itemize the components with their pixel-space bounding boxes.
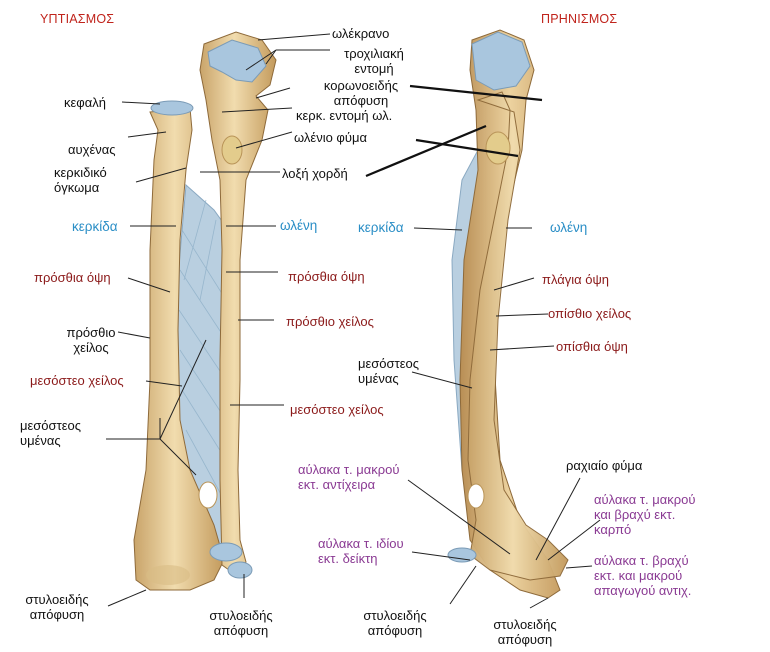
label-anterior-border-radius: πρόσθιο χείλος: [66, 325, 116, 355]
label-interosseous-membrane-supine: μεσόστεος υμένας: [20, 418, 81, 448]
label-dorsal-tubercle: ραχιαίο φύμα: [566, 458, 643, 473]
label-posterior-surface: οπίσθια όψη: [556, 339, 628, 354]
label-lateral-surface: πλάγια όψη: [542, 272, 610, 287]
trochlear-notch-cartilage: [207, 39, 267, 83]
label-styloid-ulna-supine: στυλοειδής απόφυση: [209, 608, 273, 638]
label-trochlear-notch: τροχιλιακή εντομή: [344, 46, 404, 76]
pronation-header: ΠΡΗΝΙΣΜΟΣ: [541, 12, 618, 26]
label-radius-neck: αυχένας: [68, 142, 116, 157]
label-interosseous-membrane-prone: μεσόστεος υμένας: [358, 356, 419, 386]
label-styloid-radius-supine: στυλοειδής απόφυση: [25, 592, 89, 622]
label-groove-epl: αύλακα τ. μακρού εκτ. αντίχειρα: [298, 462, 400, 492]
label-radius-prone: κερκίδα: [358, 220, 404, 235]
label-interosseous-border-radius: μεσόστεο χείλος: [30, 373, 124, 388]
label-groove-eip: αύλακα τ. ιδίου εκτ. δείκτη: [318, 536, 404, 566]
label-styloid-radius-prone: στυλοειδής απόφυση: [493, 617, 557, 647]
label-radial-tuberosity: κερκιδικό όγκωμα: [54, 165, 107, 195]
radius-supine: [133, 107, 225, 591]
label-radius-supine: κερκίδα: [72, 219, 118, 234]
label-groove-epb-apl: αύλακα τ. βραχύ εκτ. και μακρού απαγωγού…: [594, 553, 692, 598]
label-groove-ecrl-ecrb: αύλακα τ. μακρού και βραχύ εκτ. καρπό: [594, 492, 696, 537]
label-anterior-surface-ulna: πρόσθια όψη: [288, 269, 365, 284]
label-ulna-supine: ωλένη: [280, 218, 318, 233]
label-ulnar-tuberosity: ωλένιο φύμα: [294, 130, 367, 145]
olecranon-cartilage: [471, 31, 531, 91]
label-radial-notch: κερκ. εντομή ωλ.: [296, 108, 393, 123]
label-anterior-border-ulna: πρόσθιο χείλος: [286, 314, 374, 329]
label-styloid-ulna-prone: στυλοειδής απόφυση: [363, 608, 427, 638]
label-posterior-border: οπίσθιο χείλος: [548, 306, 632, 321]
supination-header: ΥΠΤΙΑΣΜΟΣ: [40, 12, 115, 26]
ulna-supine: [199, 31, 277, 576]
label-olecranon: ωλέκρανο: [332, 26, 390, 41]
label-oblique-cord: λοξή χορδή: [282, 166, 348, 181]
label-coronoid-process: κορωνοειδής απόφυση: [323, 78, 399, 108]
label-radius-head: κεφαλή: [64, 95, 106, 110]
label-anterior-surface-radius: πρόσθια όψη: [34, 270, 111, 285]
label-interosseous-border-ulna: μεσόστεο χείλος: [290, 402, 384, 417]
radius-prone: [467, 91, 569, 581]
radius-head-cartilage: [150, 100, 194, 116]
label-ulna-prone: ωλένη: [550, 220, 588, 235]
